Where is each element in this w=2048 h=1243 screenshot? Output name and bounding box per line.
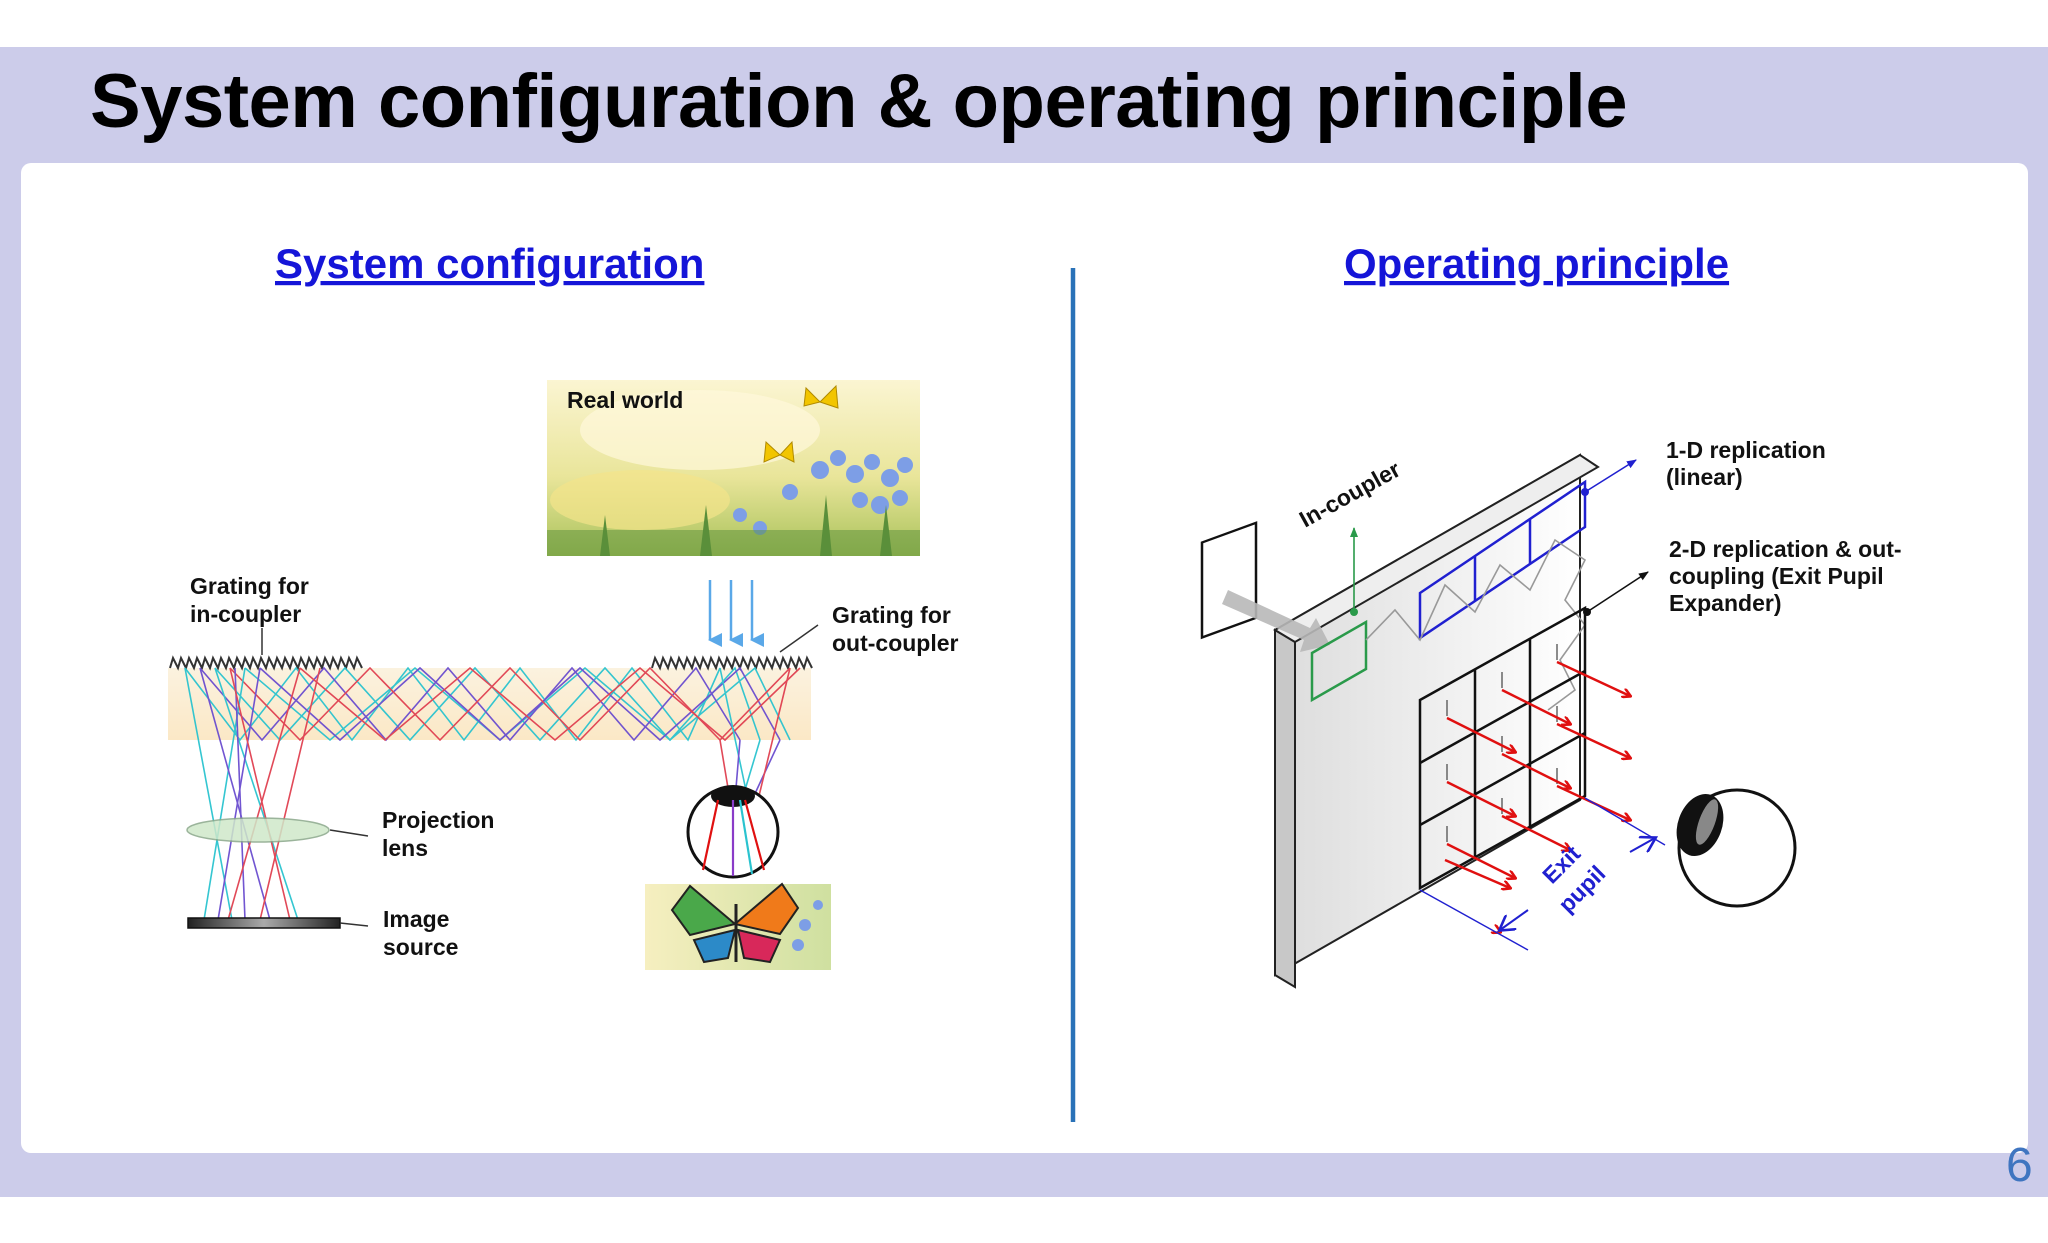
source-square	[1200, 521, 1258, 640]
real-world-label: Real world	[567, 387, 683, 413]
exit-pupil-dimension	[1419, 797, 1666, 951]
in-coupler-label: In-coupler	[1295, 456, 1405, 533]
replicated-image-marks	[1446, 644, 1558, 842]
exit-pupil-expander-grid	[1418, 605, 1587, 891]
image-source-leader	[339, 922, 369, 927]
light-rays	[184, 666, 801, 921]
out-coupled-rays	[1446, 660, 1630, 932]
projection-lens	[186, 817, 330, 843]
ep-expander-label-1: 2-D replication & out-	[1669, 536, 1902, 562]
light-path	[1365, 538, 1587, 711]
image-source	[187, 917, 341, 929]
real-world-image	[547, 380, 920, 556]
grating-in-label-2: in-coupler	[190, 601, 301, 627]
ep-expander-pointer	[1586, 571, 1649, 613]
viewer-eye-icon	[1676, 788, 1797, 908]
ep-expander-dot	[1583, 608, 1591, 616]
eye-icon	[686, 785, 780, 879]
linear-replication-label-2: (linear)	[1666, 464, 1743, 490]
linear-replication-label-1: 1-D replication	[1666, 437, 1826, 463]
image-source-label-2: source	[383, 934, 458, 960]
projection-lens-leader	[329, 829, 369, 837]
ep-expander-label-2: coupling (Exit Pupil	[1669, 563, 1884, 589]
in-coupler-grating	[169, 655, 363, 671]
projection-lens-label-1: Projection	[382, 807, 494, 833]
page-number: 6	[2006, 1139, 2033, 1192]
image-source-label-1: Image	[383, 906, 449, 932]
grating-in-label-1: Grating for	[190, 573, 309, 599]
linear-replication-dot	[1581, 488, 1589, 496]
grating-out-label-1: Grating for	[832, 602, 951, 628]
grating-out-label-2: out-coupler	[832, 630, 959, 656]
real-world-light-arrows	[708, 580, 764, 647]
system-configuration-heading: System configuration	[275, 240, 704, 287]
input-arrow	[1222, 590, 1330, 652]
perceived-image	[645, 882, 831, 970]
operating-principle-heading: Operating principle	[1344, 240, 1729, 287]
linear-replication-pointer	[1584, 459, 1637, 493]
grating-out-leader	[779, 624, 819, 653]
in-coupler-box	[1310, 619, 1368, 703]
out-coupled-rays-lower	[1444, 858, 1510, 888]
waveguide-plate	[1273, 453, 1600, 989]
out-coupler-grating	[651, 655, 813, 671]
content-panel	[21, 163, 2028, 1153]
slide-title: System configuration & operating princip…	[90, 59, 1628, 144]
linear-replication-row	[1418, 479, 1587, 641]
in-coupler-dot	[1350, 608, 1358, 616]
projection-lens-label-2: lens	[382, 835, 428, 861]
ep-expander-label-3: Expander)	[1669, 590, 1781, 616]
